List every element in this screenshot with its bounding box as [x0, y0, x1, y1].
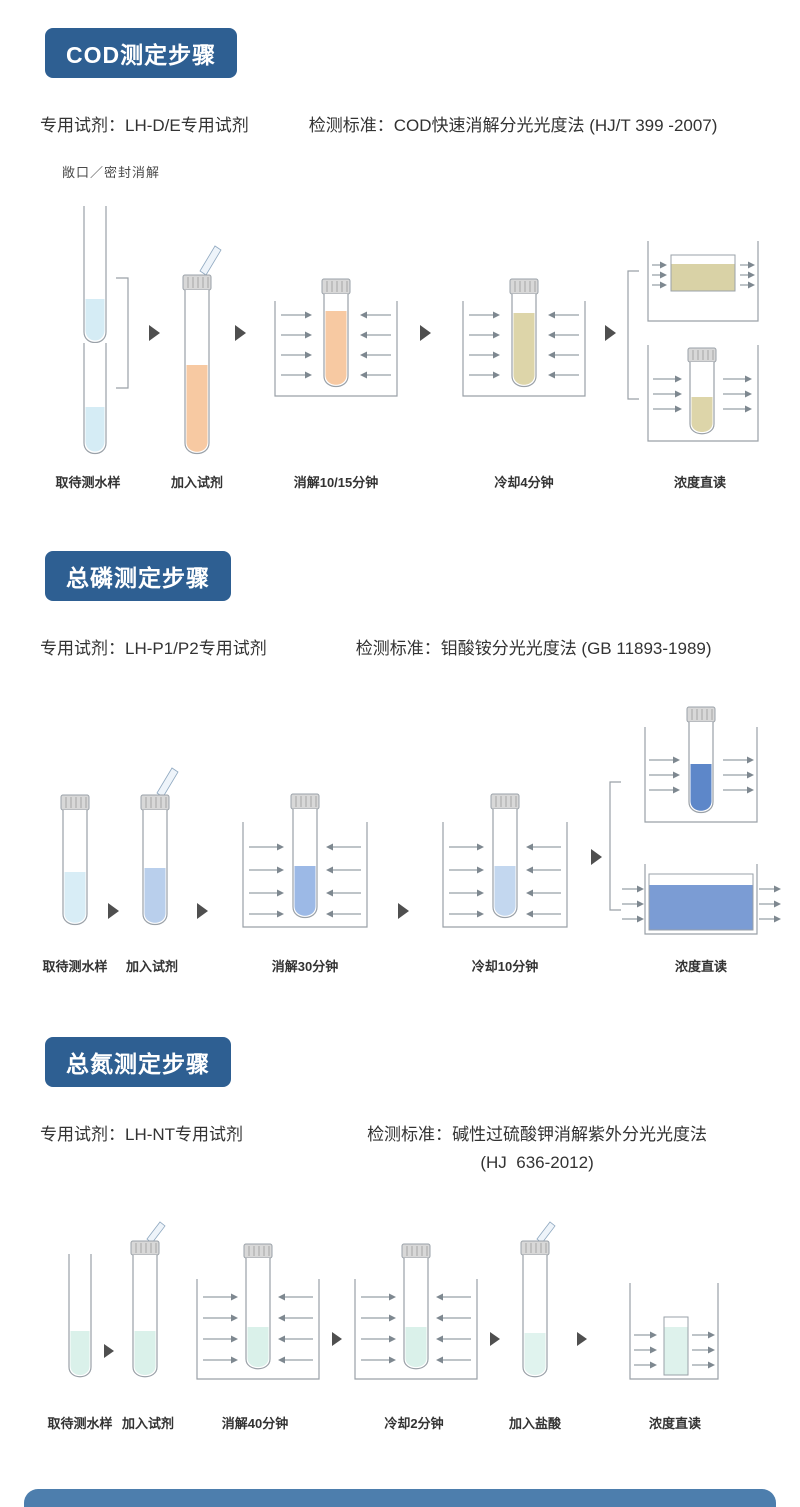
reagent-value: LH-NT专用试剂 [125, 1125, 244, 1144]
section-title: COD测定步骤 [66, 42, 217, 68]
add-reagent-tube-icon [182, 245, 222, 455]
tn-title-badge: 总氮测定步骤 [45, 1037, 231, 1087]
step-label: 加入试剂 [125, 959, 179, 974]
cod-info-row: 专用试剂：LH-D/E专用试剂 检测标准：COD快速消解分光光度法 (HJ/T … [0, 111, 800, 136]
add-reagent-tube-icon [140, 767, 179, 926]
direct-reading-cell-icon [622, 864, 781, 935]
readout-bracket [627, 270, 639, 400]
direct-reading-cell-icon [647, 241, 759, 322]
next-step-arrow-icon [577, 1332, 587, 1346]
step-label: 浓度直读 [648, 1416, 702, 1431]
digestion-beaker-icon [274, 278, 398, 397]
next-step-arrow-icon [197, 903, 208, 919]
section-title: 总氮测定步骤 [66, 1051, 210, 1077]
tp-flow-diagram [60, 706, 781, 935]
water-sample-tube-icon [68, 1254, 92, 1378]
step-label: 浓度直读 [674, 959, 728, 974]
tn-info-row: 专用试剂：LH-NT专用试剂 检测标准：碱性过硫酸钾消解紫外分光光度法 (HJ … [0, 1120, 800, 1173]
next-step-arrow-icon [108, 903, 119, 919]
next-step-arrow-icon [605, 325, 616, 341]
reagent-text: 专用试剂：LH-P1/P2专用试剂 [40, 634, 267, 659]
next-step-arrow-icon [398, 903, 409, 919]
step-label: 取待测水样 [47, 1416, 113, 1431]
standard-label: 检测标准： [355, 639, 441, 658]
tp-diagram: 取待测水样 加入试剂 消解30分钟 冷却10分钟 浓度直读 [0, 682, 800, 977]
reagent-value: LH-D/E专用试剂 [125, 116, 249, 135]
standard-value-line2: (HJ 636-2012) [480, 1153, 594, 1172]
tp-info-row: 专用试剂：LH-P1/P2专用试剂 检测标准：钼酸铵分光光度法 (GB 1189… [0, 634, 800, 659]
next-step-arrow-icon [420, 325, 431, 341]
reagent-label: 专用试剂： [40, 639, 125, 658]
digestion-beaker-icon [242, 793, 368, 928]
cod-title-badge: COD测定步骤 [45, 28, 238, 78]
standard-text: 检测标准：碱性过硫酸钾消解紫外分光光度法 (HJ 636-2012) [367, 1120, 707, 1173]
standard-value: COD快速消解分光光度法 (HJ/T 399 -2007) [393, 116, 718, 135]
next-step-arrow-icon [490, 1332, 500, 1346]
tn-flow-diagram [68, 1221, 719, 1380]
step-label: 加入试剂 [121, 1416, 175, 1431]
dropper-icon [156, 767, 179, 798]
direct-reading-tube-icon [644, 706, 758, 823]
tp-title-badge: 总磷测定步骤 [45, 551, 231, 601]
step-label: 加入试剂 [170, 475, 224, 490]
step-label: 消解10/15分钟 [293, 475, 379, 490]
dropper-icon [199, 245, 222, 276]
section-total-phosphorus: 总磷测定步骤 专用试剂：LH-P1/P2专用试剂 检测标准：钼酸铵分光光度法 (… [0, 551, 800, 977]
standard-value: 钼酸铵分光光度法 (GB 11893-1989) [440, 639, 712, 658]
digestion-note: 敞口／密封消解 [62, 165, 161, 180]
water-sample-tubes-icon [83, 206, 129, 455]
step-label: 冷却10分钟 [471, 959, 539, 974]
readout-bracket [609, 781, 621, 911]
step-label: 消解30分钟 [271, 959, 339, 974]
reagent-label: 专用试剂： [40, 1125, 125, 1144]
next-step-arrow-icon [332, 1332, 342, 1346]
next-step-arrow-icon [235, 325, 246, 341]
reagent-label: 专用试剂： [40, 116, 125, 135]
direct-reading-cell-icon [629, 1283, 719, 1380]
step-label: 取待测水样 [42, 959, 108, 974]
reagent-text: 专用试剂：LH-NT专用试剂 [40, 1120, 243, 1145]
cod-diagram: 取待测水样 加入试剂 消解10/15分钟 冷却4分钟 浓度直读 [0, 193, 800, 493]
standard-text: 检测标准：钼酸铵分光光度法 (GB 11893-1989) [356, 634, 712, 659]
step-label: 冷却2分钟 [384, 1416, 444, 1431]
step-label: 冷却4分钟 [494, 475, 554, 490]
section-cod: COD测定步骤 专用试剂：LH-D/E专用试剂 检测标准：COD快速消解分光光度… [0, 28, 800, 493]
cooling-beaker-icon [354, 1243, 478, 1380]
digestion-beaker-icon [196, 1243, 320, 1380]
section-title: 总磷测定步骤 [66, 565, 210, 591]
footer-bar [24, 1489, 776, 1507]
water-sample-tube-icon [60, 794, 90, 926]
reagent-text: 专用试剂：LH-D/E专用试剂 [40, 111, 249, 136]
dropper-icon [536, 1221, 556, 1244]
cooling-beaker-icon [442, 793, 568, 928]
add-acid-tube-icon [520, 1221, 556, 1378]
standard-label: 检测标准： [308, 116, 394, 135]
next-step-arrow-icon [149, 325, 160, 341]
dropper-icon [146, 1221, 166, 1244]
standard-text: 检测标准：COD快速消解分光光度法 (HJ/T 399 -2007) [309, 111, 718, 136]
section-total-nitrogen: 总氮测定步骤 专用试剂：LH-NT专用试剂 检测标准：碱性过硫酸钾消解紫外分光光… [0, 1037, 800, 1434]
next-step-arrow-icon [591, 849, 602, 865]
standard-label: 检测标准： [367, 1125, 453, 1144]
step-label: 消解40分钟 [221, 1416, 289, 1431]
direct-reading-tube-icon [647, 345, 759, 442]
cod-flow-diagram [83, 206, 759, 455]
step-label: 取待测水样 [55, 475, 121, 490]
next-step-arrow-icon [104, 1344, 114, 1358]
cooling-beaker-icon [462, 278, 586, 397]
reagent-value: LH-P1/P2专用试剂 [125, 639, 267, 658]
standard-value: 碱性过硫酸钾消解紫外分光光度法 [452, 1125, 708, 1144]
tn-diagram: 取待测水样 加入试剂 消解40分钟 冷却2分钟 加入盐酸 浓度直读 [0, 1219, 800, 1434]
step-label: 浓度直读 [673, 475, 727, 490]
add-reagent-tube-icon [130, 1221, 166, 1378]
step-label: 加入盐酸 [508, 1416, 562, 1431]
